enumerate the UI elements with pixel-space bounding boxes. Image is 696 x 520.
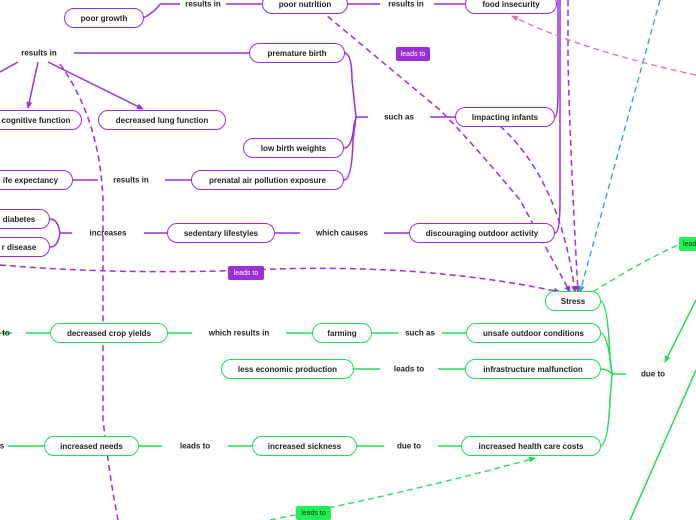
node-cognitive-function[interactable]: cognitive function — [0, 110, 82, 130]
link-diabetes-increases — [49, 218, 61, 234]
link-results-lung — [47, 61, 144, 110]
link-infra-dueto — [599, 368, 613, 375]
node-poor-growth[interactable]: poor growth — [64, 8, 144, 28]
link-leadsto-health — [269, 456, 536, 520]
node-increased-needs[interactable]: increased needs — [44, 436, 139, 456]
link-results-cognitive — [26, 61, 39, 109]
node-sedentary-lifestyles[interactable]: sedentary lifestyles — [167, 223, 275, 243]
node-farming[interactable]: farming — [312, 323, 372, 343]
link-infants-stress — [499, 125, 578, 293]
label-to: to — [2, 328, 10, 338]
tag-leads-to-2[interactable]: leads to — [228, 266, 264, 280]
node-life-expectancy[interactable]: ife expectancy — [0, 170, 73, 190]
label-due-to-a: due to — [641, 369, 665, 379]
link-prenatal-suchas — [343, 116, 357, 181]
label-such-as-a: such as — [384, 112, 414, 122]
label-results-in-c: results in — [21, 48, 57, 58]
link-nutrition-stress — [319, 9, 571, 293]
node-impacting-infants[interactable]: Impacting infants — [455, 107, 555, 127]
link-leadsto-stress — [0, 264, 561, 294]
node-stress[interactable]: Stress — [545, 291, 601, 311]
node-decreased-crop-yields[interactable]: decreased crop yields — [50, 323, 168, 343]
label-which-results-in: which results in — [208, 328, 270, 338]
link-health-dueto — [599, 373, 613, 447]
node-food-insecurity[interactable]: food insecurity — [465, 0, 557, 14]
label-leads-to-b: leads to — [179, 441, 211, 451]
node-premature-birth[interactable]: premature birth — [249, 43, 345, 63]
node-diabetes[interactable]: diabetes — [0, 209, 50, 229]
link-stress-leadsto — [592, 243, 681, 293]
link-growth-up — [142, 3, 161, 19]
label-increases: increases — [89, 228, 127, 238]
tag-leads-to-3[interactable]: leads to — [679, 237, 696, 251]
node-less-economic[interactable]: less economic production — [221, 359, 354, 379]
node-heart-disease[interactable]: r disease — [0, 237, 50, 257]
label-such-as-b: such as — [405, 328, 435, 338]
node-increased-sickness[interactable]: increased sickness — [252, 436, 357, 456]
link-lowbirth-suchas — [343, 116, 357, 149]
link-top-stress — [567, 0, 581, 293]
label-results-in-b: results in — [388, 0, 424, 9]
link-premature-suchas — [343, 52, 357, 118]
link-heart-increases — [49, 232, 61, 248]
node-health-care-costs[interactable]: increased health care costs — [461, 436, 601, 456]
label-leads-to-a: leads to — [393, 364, 425, 374]
label-results-in-a: results in — [185, 0, 221, 9]
link-green-arrow — [664, 299, 696, 363]
node-low-birth-weights[interactable]: low birth weights — [243, 138, 344, 158]
link-vertical-dashed — [59, 63, 119, 520]
link-left-in — [0, 61, 19, 73]
link-infants-top — [554, 0, 559, 118]
label-due-to-b: due to — [397, 441, 421, 451]
node-infrastructure[interactable]: infrastructure malfunction — [465, 359, 601, 379]
tag-leads-to-4[interactable]: leads to — [296, 506, 331, 520]
label-results-in-d: results in — [113, 175, 149, 185]
label-s: s — [0, 441, 5, 451]
node-discouraging-outdoor[interactable]: discouraging outdoor activity — [409, 223, 555, 243]
link-unsafe-dueto — [599, 332, 613, 375]
node-prenatal-exposure[interactable]: prenatal air pollution exposure — [191, 170, 344, 190]
node-poor-nutrition[interactable]: poor nutrition — [262, 0, 348, 14]
link-pink-food — [511, 15, 696, 76]
node-unsafe-outdoor[interactable]: unsafe outdoor conditions — [466, 323, 601, 343]
link-green-diagonal — [629, 369, 696, 520]
tag-leads-to-1[interactable]: leads to — [396, 47, 430, 61]
link-blue-stress — [578, 0, 661, 293]
label-which-causes: which causes — [315, 228, 369, 238]
node-lung-function[interactable]: decreased lung function — [98, 110, 226, 130]
